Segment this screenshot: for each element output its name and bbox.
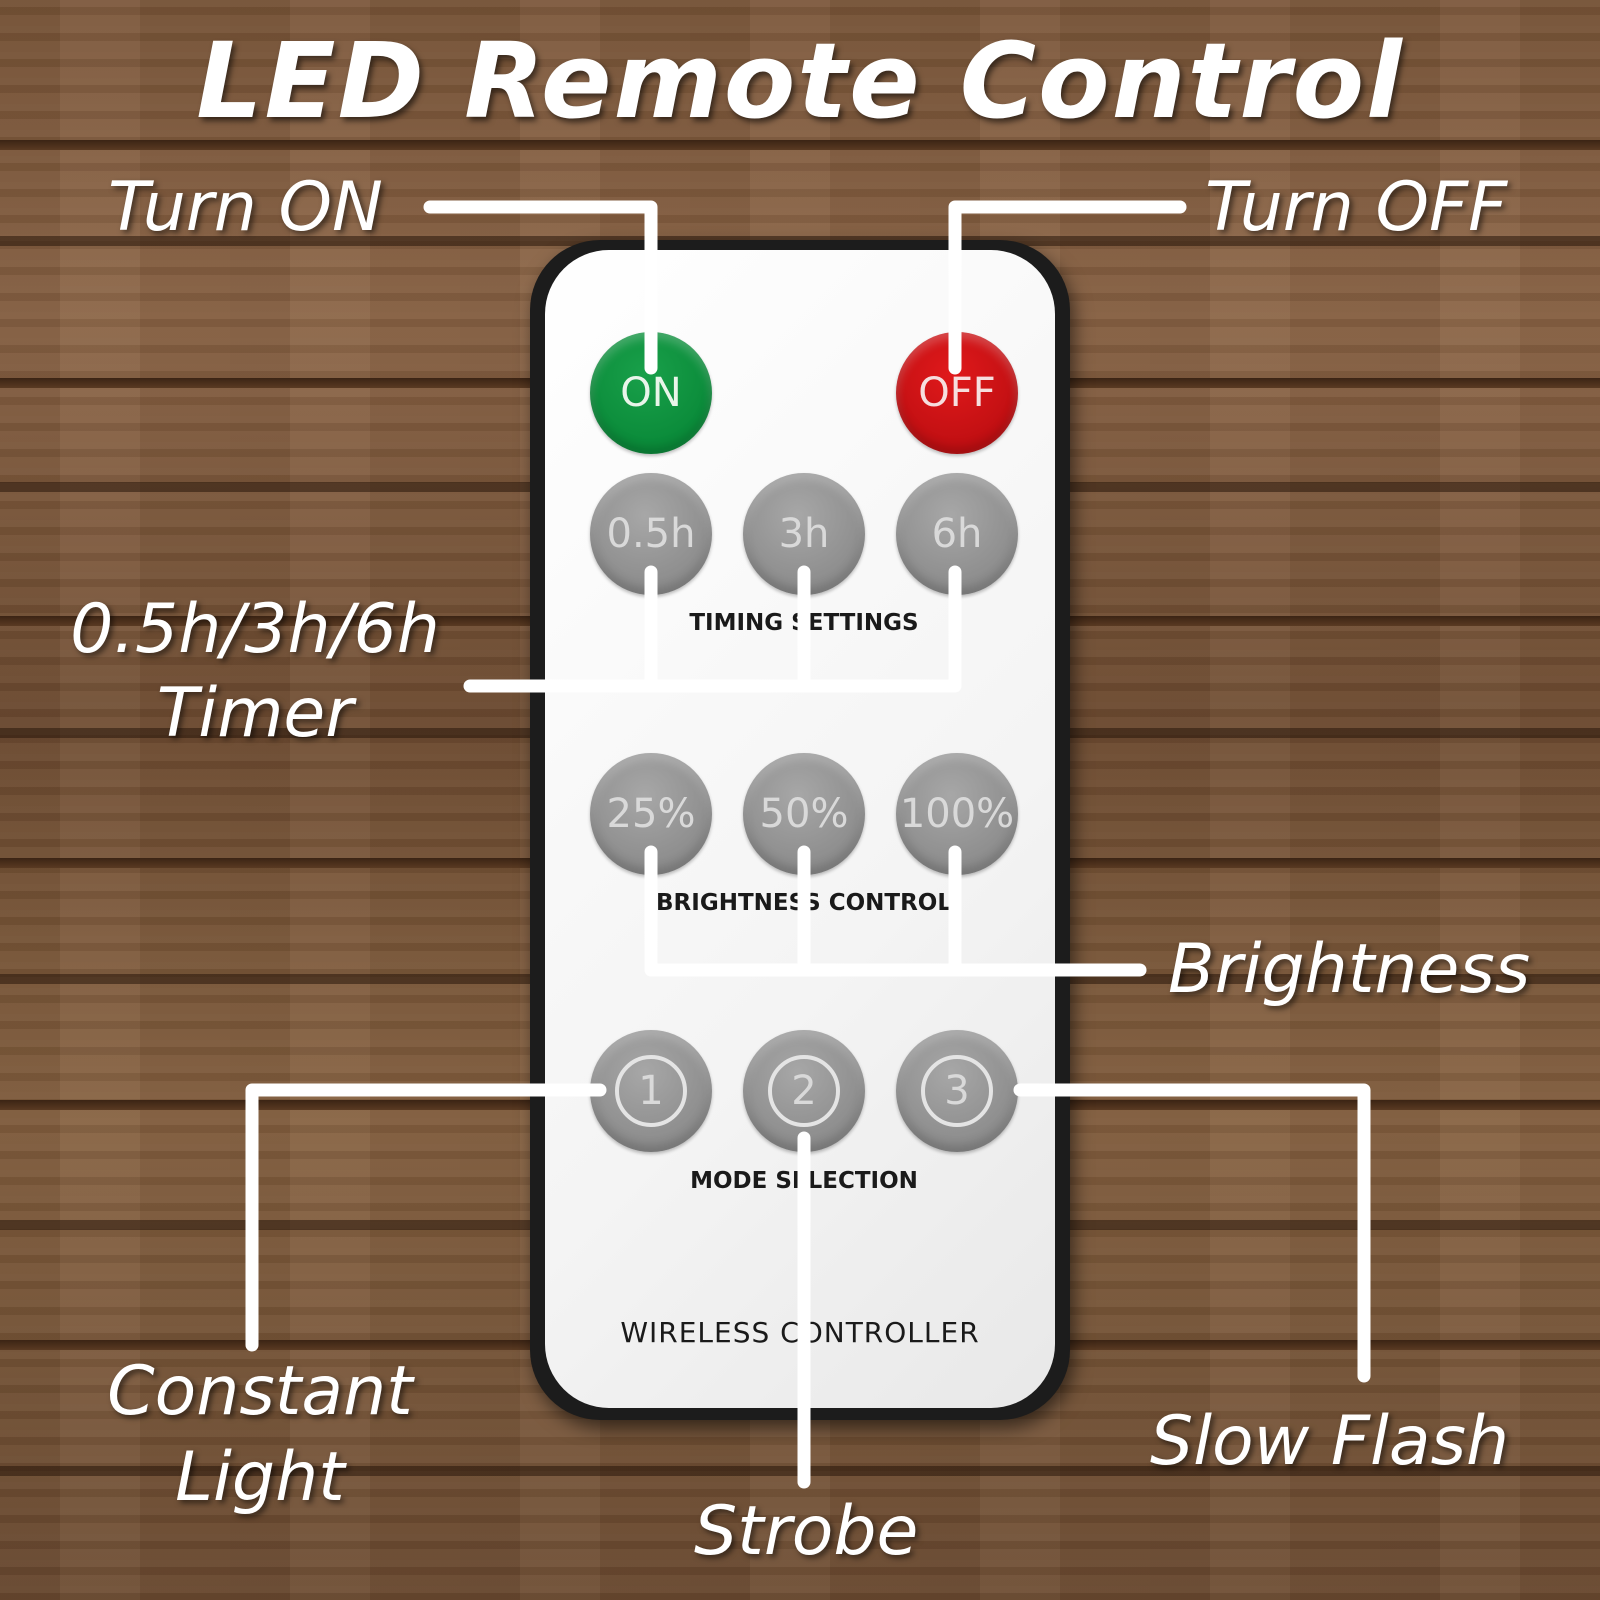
- brightness-label: Brightness: [1168, 930, 1531, 1009]
- timer-label-line2: Timer: [156, 674, 354, 753]
- timer-6h-button[interactable]: 6h: [896, 473, 1018, 595]
- timer-6h-label: 6h: [931, 511, 983, 557]
- brightness-50-label: 50%: [759, 791, 849, 837]
- timer-0-5h-label: 0.5h: [606, 511, 696, 557]
- constant-light-label-line1: Constant: [107, 1352, 413, 1431]
- mode-3-button[interactable]: 3: [896, 1030, 1018, 1152]
- turn-off-label: Turn OFF: [1205, 168, 1508, 247]
- constant-light-label-line2: Light: [175, 1438, 345, 1517]
- mode-2-label: 2: [768, 1055, 840, 1127]
- timer-0-5h-button[interactable]: 0.5h: [590, 473, 712, 595]
- brightness-100-label: 100%: [899, 791, 1015, 837]
- mode-3-label: 3: [921, 1055, 993, 1127]
- mode-selection-heading: MODE SELECTION: [690, 1168, 918, 1194]
- strobe-label: Strobe: [694, 1492, 919, 1571]
- slow-flash-label: Slow Flash: [1150, 1402, 1510, 1481]
- brightness-25-button[interactable]: 25%: [590, 753, 712, 875]
- brightness-control-heading: BRIGHTNESS CONTROL: [656, 890, 952, 916]
- off-button-label: OFF: [918, 370, 996, 416]
- on-button[interactable]: ON: [590, 332, 712, 454]
- timer-3h-label: 3h: [778, 511, 830, 557]
- turn-on-label: Turn ON: [108, 168, 383, 247]
- off-button[interactable]: OFF: [896, 332, 1018, 454]
- mode-1-label: 1: [615, 1055, 687, 1127]
- plank-seam: [0, 140, 1600, 150]
- mode-1-button[interactable]: 1: [590, 1030, 712, 1152]
- brightness-50-button[interactable]: 50%: [743, 753, 865, 875]
- timer-3h-button[interactable]: 3h: [743, 473, 865, 595]
- wireless-controller-text: WIRELESS CONTROLLER: [620, 1316, 980, 1349]
- timing-settings-heading: TIMING SETTINGS: [689, 610, 919, 636]
- page-title: LED Remote Control: [196, 20, 1404, 142]
- timer-label-line1: 0.5h/3h/6h: [70, 590, 440, 669]
- brightness-25-label: 25%: [606, 791, 696, 837]
- brightness-100-button[interactable]: 100%: [896, 753, 1018, 875]
- mode-2-button[interactable]: 2: [743, 1030, 865, 1152]
- on-button-label: ON: [620, 370, 682, 416]
